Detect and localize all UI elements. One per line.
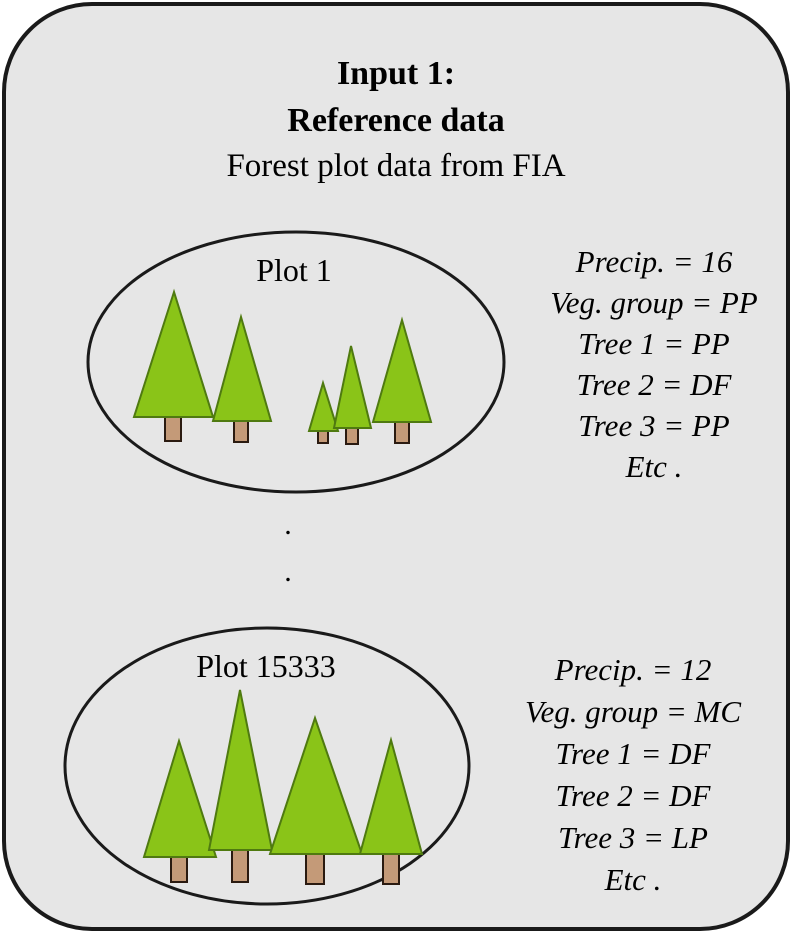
plot-1-attr-etc: Etc . xyxy=(625,449,683,484)
plot-1-ellipse xyxy=(86,230,506,494)
plot-15333-label: Plot 15333 xyxy=(196,648,336,684)
plot-15333-attr-veg-group: Veg. group = MC xyxy=(525,694,741,729)
ellipsis-dot-2: . xyxy=(284,555,292,588)
tree-icon xyxy=(307,379,340,444)
tree-icon xyxy=(142,737,218,883)
plot-15333-attr-tree-3: Tree 3 = LP xyxy=(558,820,708,855)
plot-1-attr-veg-group: Veg. group = PP xyxy=(550,285,758,320)
plot-15333-ellipse xyxy=(63,626,471,906)
panel-title-line2: Reference data xyxy=(287,102,504,139)
plot-1-attr-tree-2: Tree 2 = DF xyxy=(577,367,733,402)
plot-15333-attr-etc: Etc . xyxy=(604,862,662,897)
plot-1-attributes: Precip. = 16 Veg. group = PP Tree 1 = PP… xyxy=(550,244,758,484)
tree-icon xyxy=(211,313,273,443)
plot-1-attr-tree-3: Tree 3 = PP xyxy=(578,408,730,443)
tree-icon xyxy=(207,689,274,883)
panel-subtitle: Forest plot data from FIA xyxy=(226,148,565,184)
plot-1-attr-precip: Precip. = 16 xyxy=(575,244,733,279)
plot-15333-attr-precip: Precip. = 12 xyxy=(554,652,712,687)
plot-1-label: Plot 1 xyxy=(256,252,332,288)
ellipsis-dot-1: . xyxy=(284,508,292,541)
plot-15333-attr-tree-2: Tree 2 = DF xyxy=(556,778,712,813)
tree-icon xyxy=(132,288,215,442)
tree-icon xyxy=(332,345,373,445)
plot-1-attr-tree-1: Tree 1 = PP xyxy=(578,326,730,361)
tree-icon xyxy=(371,316,433,444)
plot-1-trees xyxy=(132,288,433,445)
plot-15333-trees xyxy=(142,689,424,885)
plot-15333-attr-tree-1: Tree 1 = DF xyxy=(556,736,712,771)
tree-icon xyxy=(268,714,364,885)
plot-15333-attributes: Precip. = 12 Veg. group = MC Tree 1 = DF… xyxy=(525,652,741,897)
tree-icon xyxy=(358,736,424,885)
panel-title-line1: Input 1: xyxy=(337,55,455,92)
